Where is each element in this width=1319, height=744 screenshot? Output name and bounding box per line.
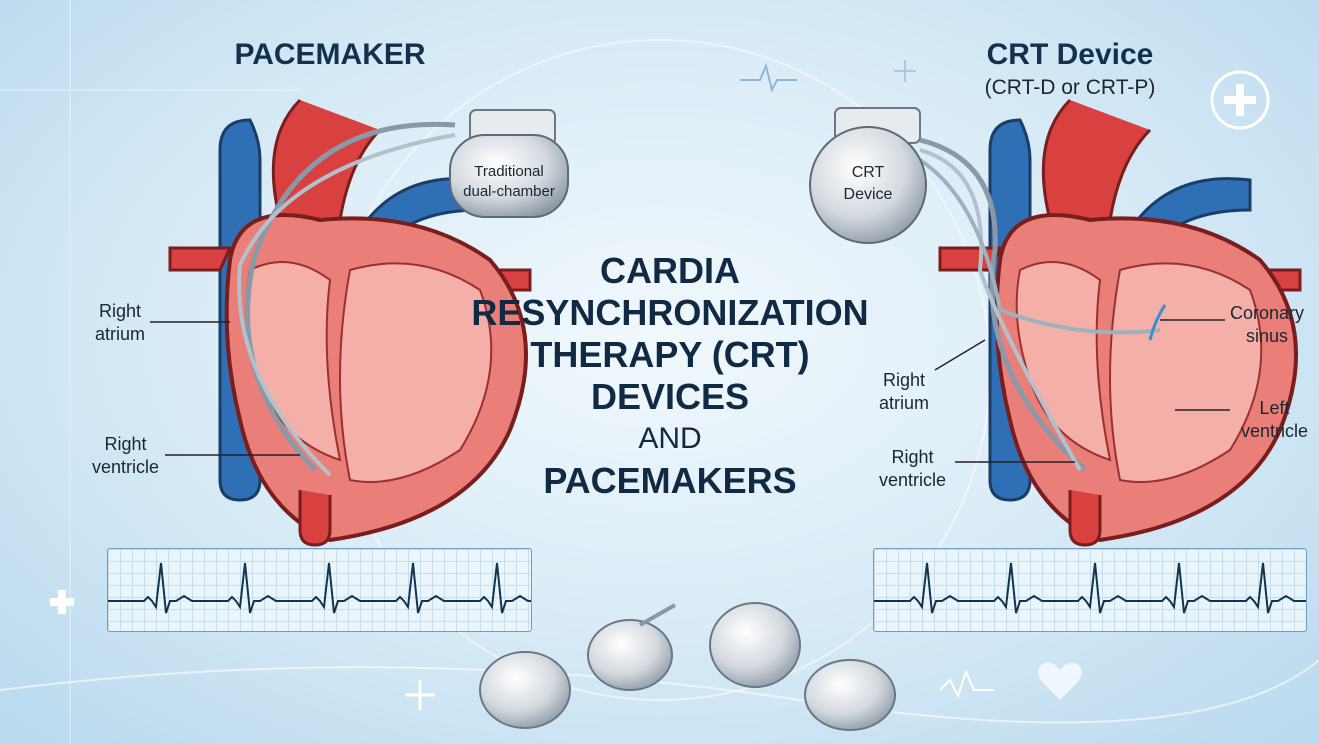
ecg-strip-left bbox=[107, 548, 532, 632]
heartbeat-icon bbox=[939, 669, 994, 699]
medical-cross-icon bbox=[1210, 70, 1270, 130]
crt-device-title: CRT Device bbox=[986, 38, 1154, 71]
pacemaker-title: PACEMAKER bbox=[234, 38, 426, 71]
plus-icon bbox=[405, 680, 435, 710]
pulse-icon bbox=[740, 62, 797, 93]
heart-icon bbox=[1038, 662, 1082, 700]
crt-device bbox=[809, 126, 927, 244]
plus-icon bbox=[50, 590, 74, 614]
crt-device-subtitle: (CRT-D or CRT-P) bbox=[984, 76, 1156, 99]
plus-icon bbox=[894, 60, 916, 82]
main-title: CARDIA RESYNCHRONIZATION THERAPY (CRT) D… bbox=[471, 250, 869, 501]
bottom-devices bbox=[479, 602, 896, 731]
pacemaker-device bbox=[449, 134, 569, 218]
ecg-strip-right bbox=[873, 548, 1307, 632]
pacemaker-device-label: Traditional dual-chamber bbox=[463, 163, 555, 200]
crt-device-label: CRT Device bbox=[843, 164, 893, 203]
